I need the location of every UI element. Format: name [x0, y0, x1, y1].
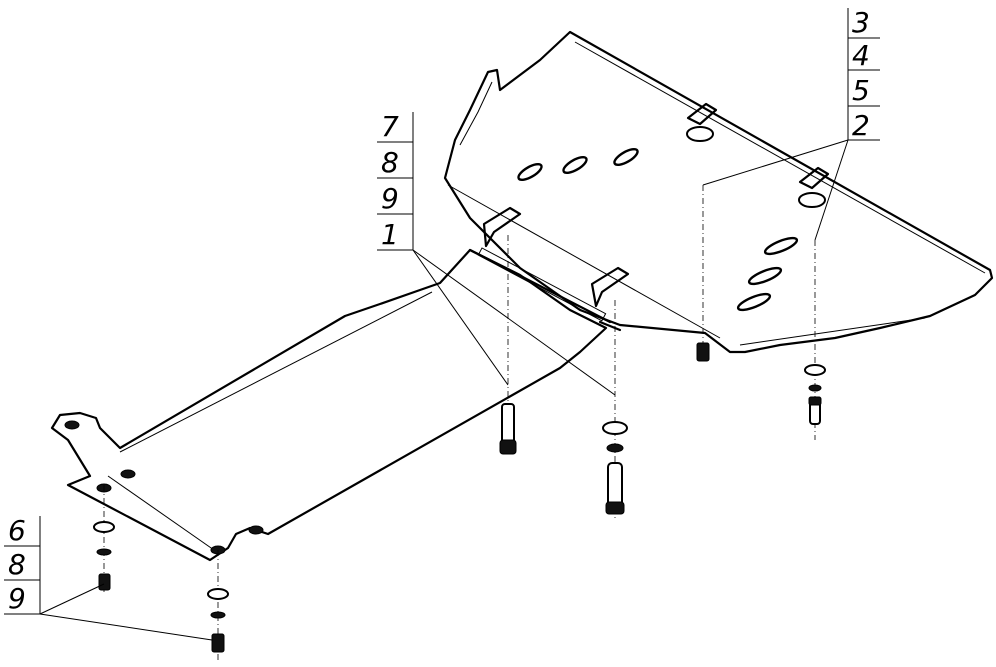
- callout-middle-label-3: 9: [381, 182, 399, 215]
- callout-rear-label-1: 3: [852, 6, 870, 39]
- hole-right: [248, 525, 264, 535]
- bracket-rear-right: [798, 166, 830, 208]
- callout-rear: 3 4 5 2: [702, 6, 880, 241]
- mounting-rail: [477, 247, 607, 322]
- callout-front-label-2: 8: [8, 548, 26, 581]
- bracket-rear-left: [686, 102, 718, 142]
- slot-4: [763, 236, 799, 256]
- callout-rear-label-4: 2: [852, 109, 870, 142]
- bolt-middle-left: [499, 403, 517, 455]
- slot-5: [747, 266, 783, 286]
- callout-front-label-1: 6: [8, 514, 26, 547]
- callout-middle-label-2: 8: [381, 146, 399, 179]
- hardware-middle-right: [602, 421, 628, 515]
- axis-lines: [103, 185, 816, 660]
- bracket-mid-left: [482, 206, 522, 248]
- callout-middle-label-4: 1: [381, 218, 399, 251]
- hole-left: [120, 469, 136, 479]
- hardware-front-right: [207, 588, 229, 653]
- callout-rear-label-3: 5: [852, 74, 870, 107]
- front-skid-plate: [50, 247, 622, 562]
- bracket-mid-right: [590, 266, 630, 308]
- hardware-rear-right: [804, 364, 826, 425]
- hole-front-tab: [64, 420, 80, 430]
- rear-skid-plate: [443, 30, 994, 354]
- callout-middle-label-1: 7: [381, 110, 399, 143]
- slot-2: [562, 155, 588, 175]
- bolt-rear-left: [696, 342, 710, 362]
- slot-1: [517, 162, 543, 182]
- callout-middle: 7 8 9 1: [377, 110, 616, 396]
- callout-front: 6 8 9: [4, 514, 213, 641]
- callout-front-label-3: 9: [8, 582, 26, 615]
- slot-6: [736, 292, 772, 312]
- slot-3: [613, 147, 639, 167]
- hardware-front-left: [93, 521, 115, 591]
- callout-rear-label-2: 4: [852, 39, 870, 72]
